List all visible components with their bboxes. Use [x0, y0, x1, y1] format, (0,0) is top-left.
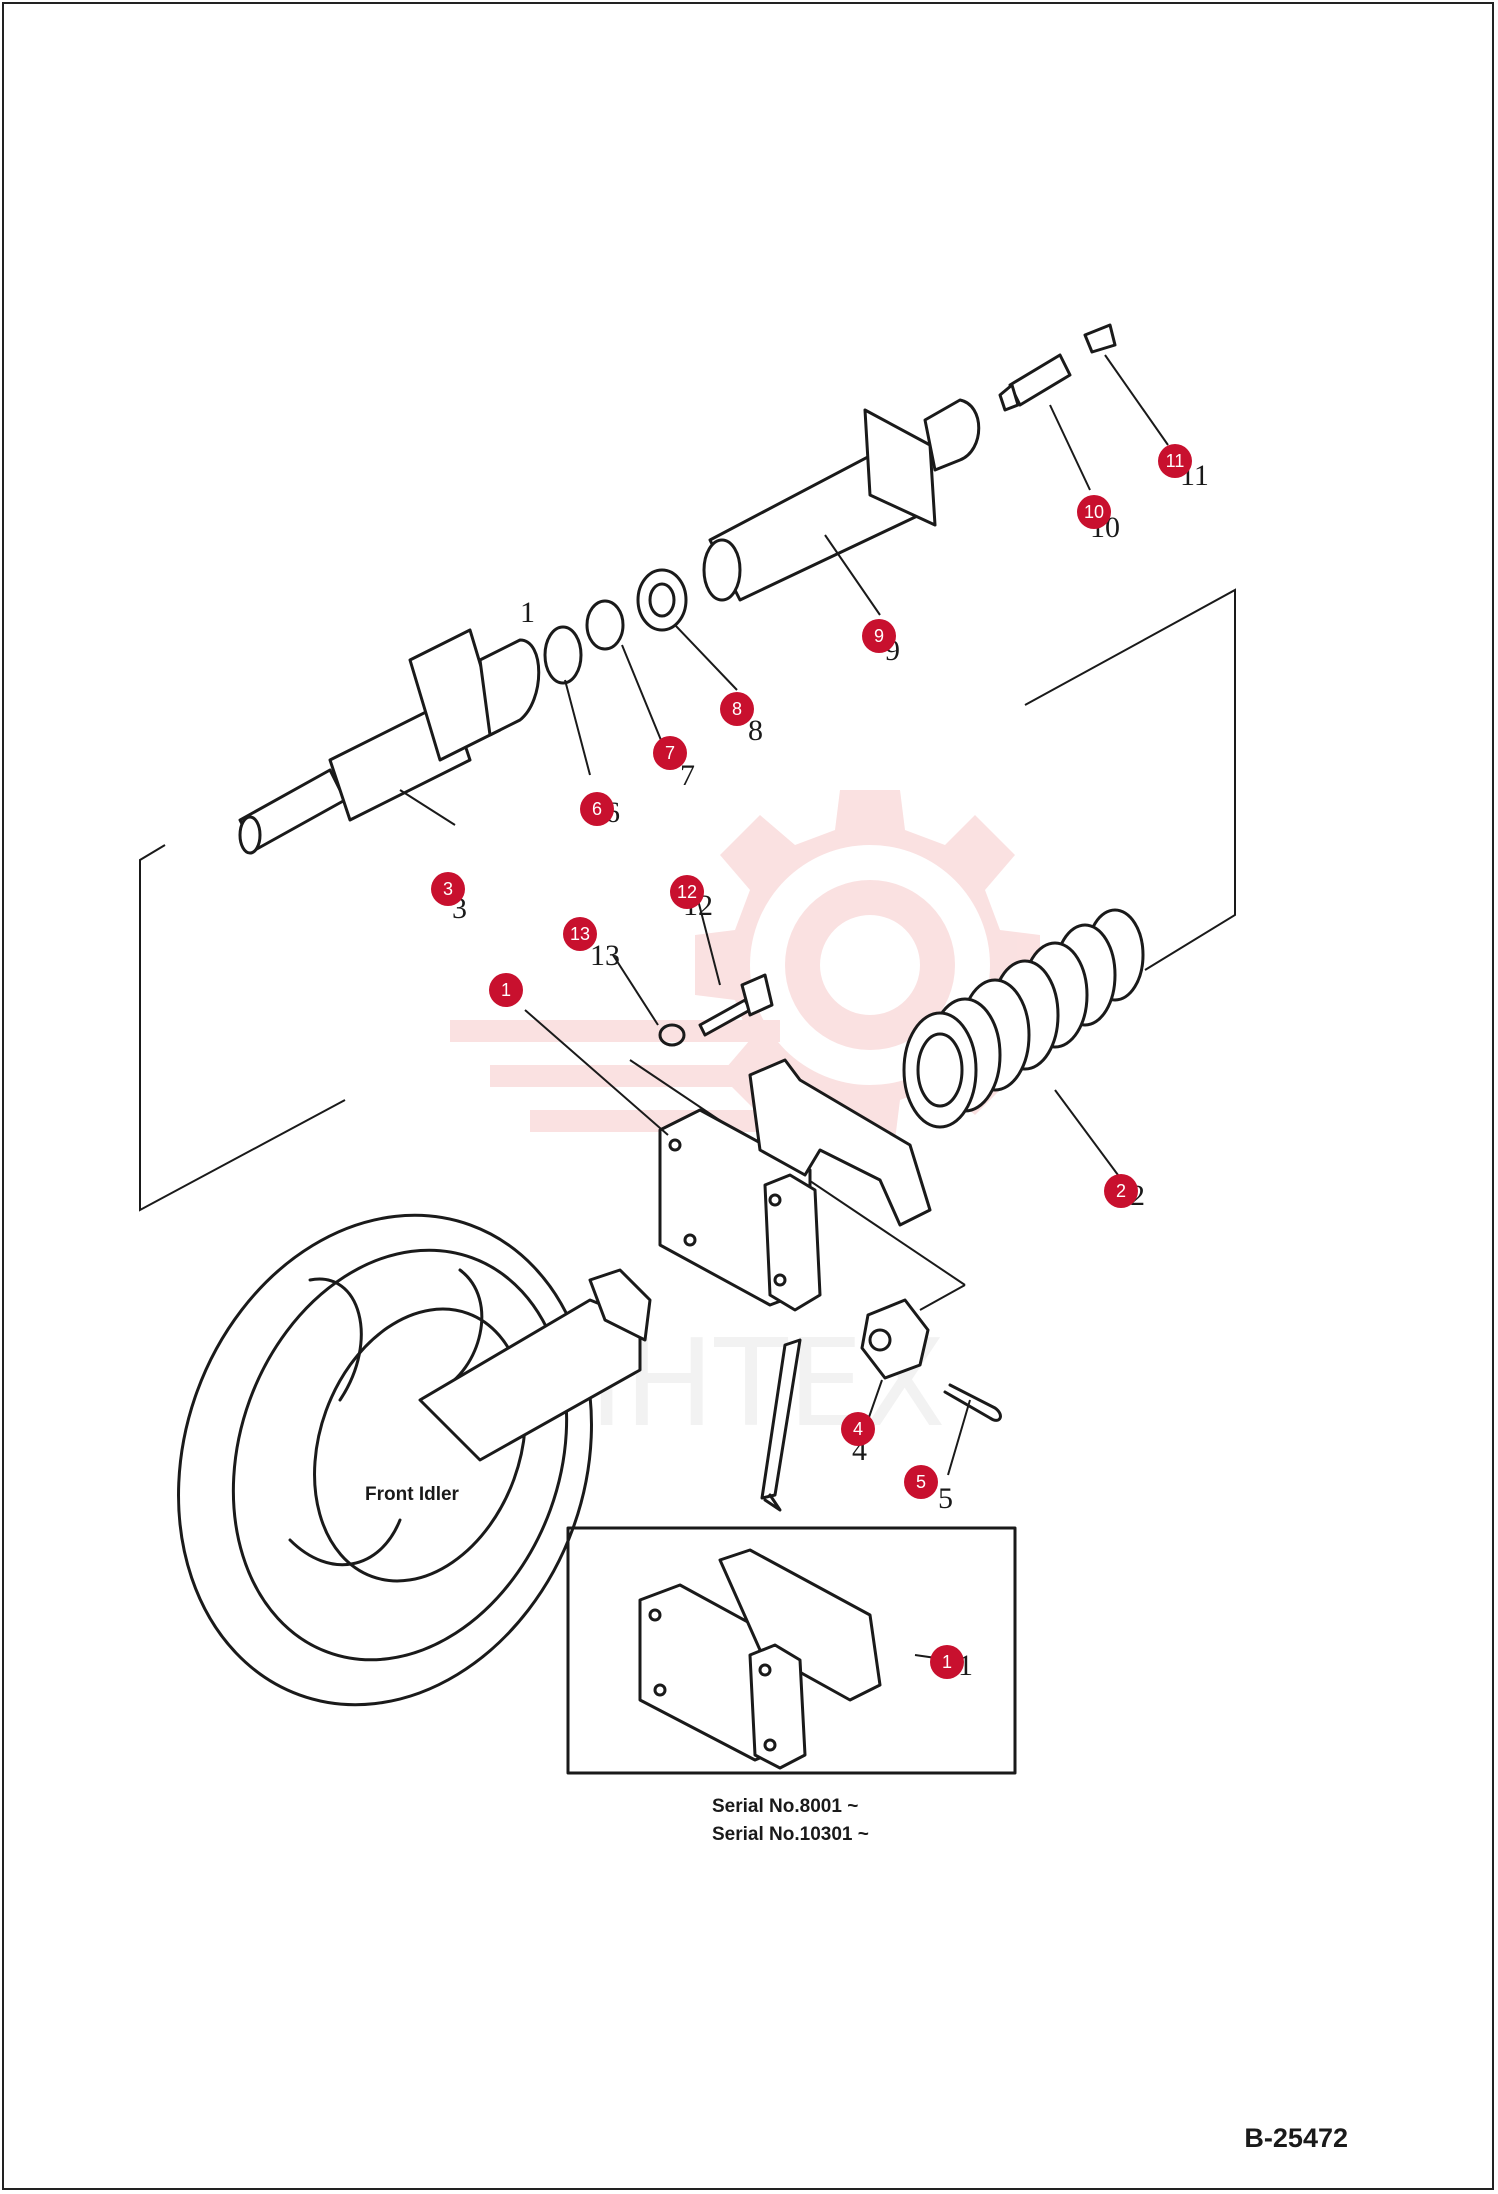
svg-text:2: 2 [1116, 1181, 1126, 1201]
svg-text:1: 1 [501, 980, 511, 1000]
printed-number-8: 8 [748, 714, 763, 747]
part-3-idler-shaft [238, 628, 541, 855]
svg-text:6: 6 [592, 799, 602, 819]
part-12-bolt [698, 973, 774, 1037]
part-4-nut [860, 1298, 930, 1380]
part-7-ring [585, 599, 625, 651]
callout-badge-6[interactable]: 6 [580, 792, 614, 826]
printed-number-1: 1 [520, 596, 535, 629]
printed-number-7: 7 [680, 759, 695, 792]
part-2-recoil-spring [902, 908, 1145, 1129]
inset-yoke-variant [566, 1526, 1017, 1775]
part-9-cylinder [702, 398, 981, 602]
part-1-yoke [658, 1058, 932, 1312]
svg-text:5: 5 [916, 1472, 926, 1492]
svg-text:8: 8 [732, 699, 742, 719]
callout-badge-1[interactable]: 1 [489, 973, 523, 1007]
svg-text:11: 11 [1166, 451, 1185, 471]
drawing-code: B-25472 [1244, 2123, 1348, 2153]
callout-badge-4[interactable]: 4 [841, 1412, 875, 1446]
front-idler-wheel [177, 1213, 652, 1707]
svg-text:9: 9 [874, 626, 884, 646]
callout-badge-7[interactable]: 7 [653, 736, 687, 770]
callout-badge-2[interactable]: 2 [1104, 1174, 1138, 1208]
svg-text:13: 13 [570, 924, 590, 944]
threaded-rod [760, 1338, 802, 1512]
part-13-washer [658, 1023, 686, 1047]
callout-badge-10[interactable]: 10 [1077, 495, 1111, 529]
svg-text:12: 12 [677, 882, 697, 902]
callout-badges: 1 2 3 4 5 6 7 8 9 10 11 12 13 1 [431, 444, 1192, 1679]
callout-badge-13[interactable]: 13 [563, 917, 597, 951]
svg-text:3: 3 [443, 879, 453, 899]
part-11-nipple [1083, 323, 1117, 354]
serial-note-1: Serial No.8001 ~ [712, 1796, 858, 1817]
part-5-cotter-pin [943, 1383, 1002, 1422]
callout-badge-11[interactable]: 11 [1158, 444, 1192, 478]
callout-badge-5[interactable]: 5 [904, 1465, 938, 1499]
callout-badge-12[interactable]: 12 [670, 875, 704, 909]
printed-number-5: 5 [938, 1482, 953, 1515]
svg-text:7: 7 [665, 743, 675, 763]
part-10-grease-fitting [998, 353, 1072, 412]
svg-text:1: 1 [942, 1652, 952, 1672]
svg-text:4: 4 [853, 1419, 863, 1439]
printed-number-13: 13 [590, 939, 620, 972]
callout-badge-9[interactable]: 9 [862, 619, 896, 653]
svg-text:10: 10 [1084, 502, 1104, 522]
front-idler-label: Front Idler [365, 1484, 460, 1505]
callout-badge-1-inset[interactable]: 1 [930, 1645, 964, 1679]
part-6-ring [543, 625, 583, 685]
callout-badge-8[interactable]: 8 [720, 692, 754, 726]
serial-note-2: Serial No.10301 ~ [712, 1824, 869, 1845]
part-8-floating-seal [636, 568, 688, 632]
leader-lines [399, 354, 1169, 1661]
callout-badge-3[interactable]: 3 [431, 872, 465, 906]
